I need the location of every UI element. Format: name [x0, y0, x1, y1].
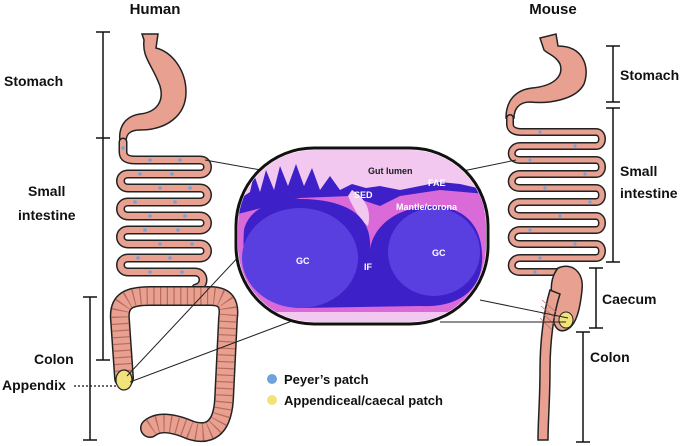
human-small-label-1: Small: [28, 183, 65, 199]
human-brackets: [83, 31, 110, 441]
mouse-caecum-label: Caecum: [602, 291, 656, 307]
human-stomach: [118, 33, 187, 143]
inset-if: IF: [364, 262, 373, 272]
inset-fae: FAE: [428, 178, 446, 188]
inset-mantle: Mantle/corona: [396, 202, 458, 212]
mouse-stomach: [505, 33, 587, 119]
legend-swatch-appendiceal: [267, 395, 277, 405]
inset-sed: SED: [354, 190, 373, 200]
inset-gc-left: GC: [296, 256, 310, 266]
peyers-patch-inset: Gut lumen FAE SED Mantle/corona GC IF GC: [234, 146, 490, 326]
mouse-stomach-label: Stomach: [620, 67, 679, 83]
human-colon: [109, 286, 239, 443]
human-small-intestine: [116, 137, 212, 303]
human-header: Human: [130, 1, 181, 18]
inset-gut-lumen: Gut lumen: [368, 166, 413, 176]
legend: Peyer’s patch Appendiceal/caecal patch: [267, 372, 443, 408]
legend-label-peyers: Peyer’s patch: [284, 372, 369, 387]
human-small-label-2: intestine: [18, 207, 76, 223]
human-appendix-label: Appendix: [2, 377, 66, 393]
mouse-small-intestine: [506, 114, 606, 276]
mouse-small-label-1: Small: [620, 163, 657, 179]
legend-swatch-peyers: [267, 374, 277, 384]
mouse-colon: [537, 288, 561, 441]
mouse-header: Mouse: [529, 1, 577, 18]
mouse-brackets: [576, 45, 620, 443]
caecal-patch: [558, 311, 574, 329]
inset-gc-right: GC: [432, 248, 446, 258]
human-colon-label: Colon: [34, 351, 74, 367]
human-stomach-label: Stomach: [4, 73, 63, 89]
mouse-colon-label: Colon: [590, 349, 630, 365]
legend-label-appendiceal: Appendiceal/caecal patch: [284, 393, 443, 408]
mouse-small-label-2: intestine: [620, 185, 678, 201]
